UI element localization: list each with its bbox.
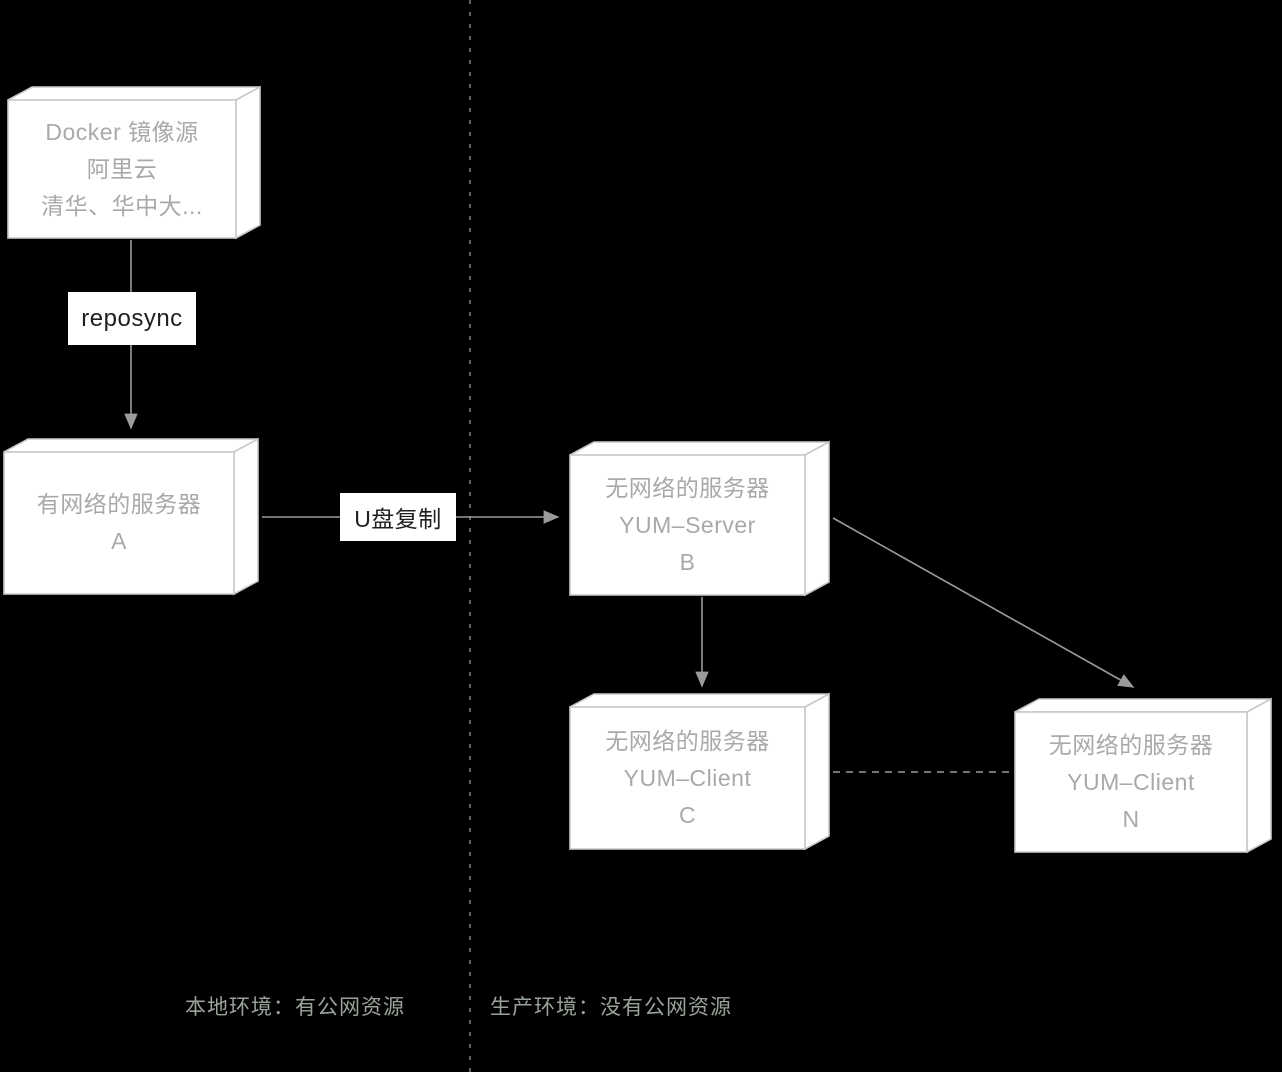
box-yum-client-n-shape [1014, 697, 1272, 854]
edge-label-reposync: reposync [68, 292, 196, 345]
footer-local-environment: 本地环境：有公网资源 [185, 996, 405, 1019]
box-yum-client-c-shape [569, 692, 830, 851]
arrow-yum-server-b-to-client-n [832, 517, 1135, 688]
box-docker-mirror-shape [7, 85, 261, 240]
edge-label-usb-copy: U盘复制 [340, 493, 456, 541]
footer-production-environment: 生产环境：没有公网资源 [490, 996, 732, 1019]
box-yum-server-b-shape [569, 440, 830, 597]
box-server-a-shape [3, 437, 259, 596]
